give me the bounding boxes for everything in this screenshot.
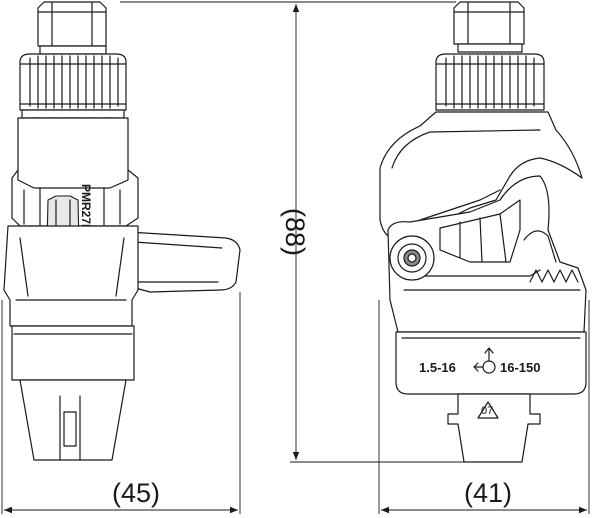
range-large-label: 16-150 [500,360,540,375]
model-label: PMR27II [79,184,93,231]
recycle-icon: 07 [477,401,499,419]
recycle-code: 07 [481,405,493,417]
width-dimension-left: (45) [1,292,241,514]
height-label: (88) [280,208,310,256]
range-small-label: 1.5-16 [419,360,456,375]
width-left-label: (45) [112,478,160,508]
direction-arrows-icon [473,347,496,374]
side-view-connector: PMR27II [3,1,241,461]
front-view-connector: 1.5-16 16-150 07 [379,1,587,463]
height-dimension: (88) [120,1,470,463]
width-dimension-right: (41) [378,300,590,514]
width-right-label: (41) [464,478,512,508]
